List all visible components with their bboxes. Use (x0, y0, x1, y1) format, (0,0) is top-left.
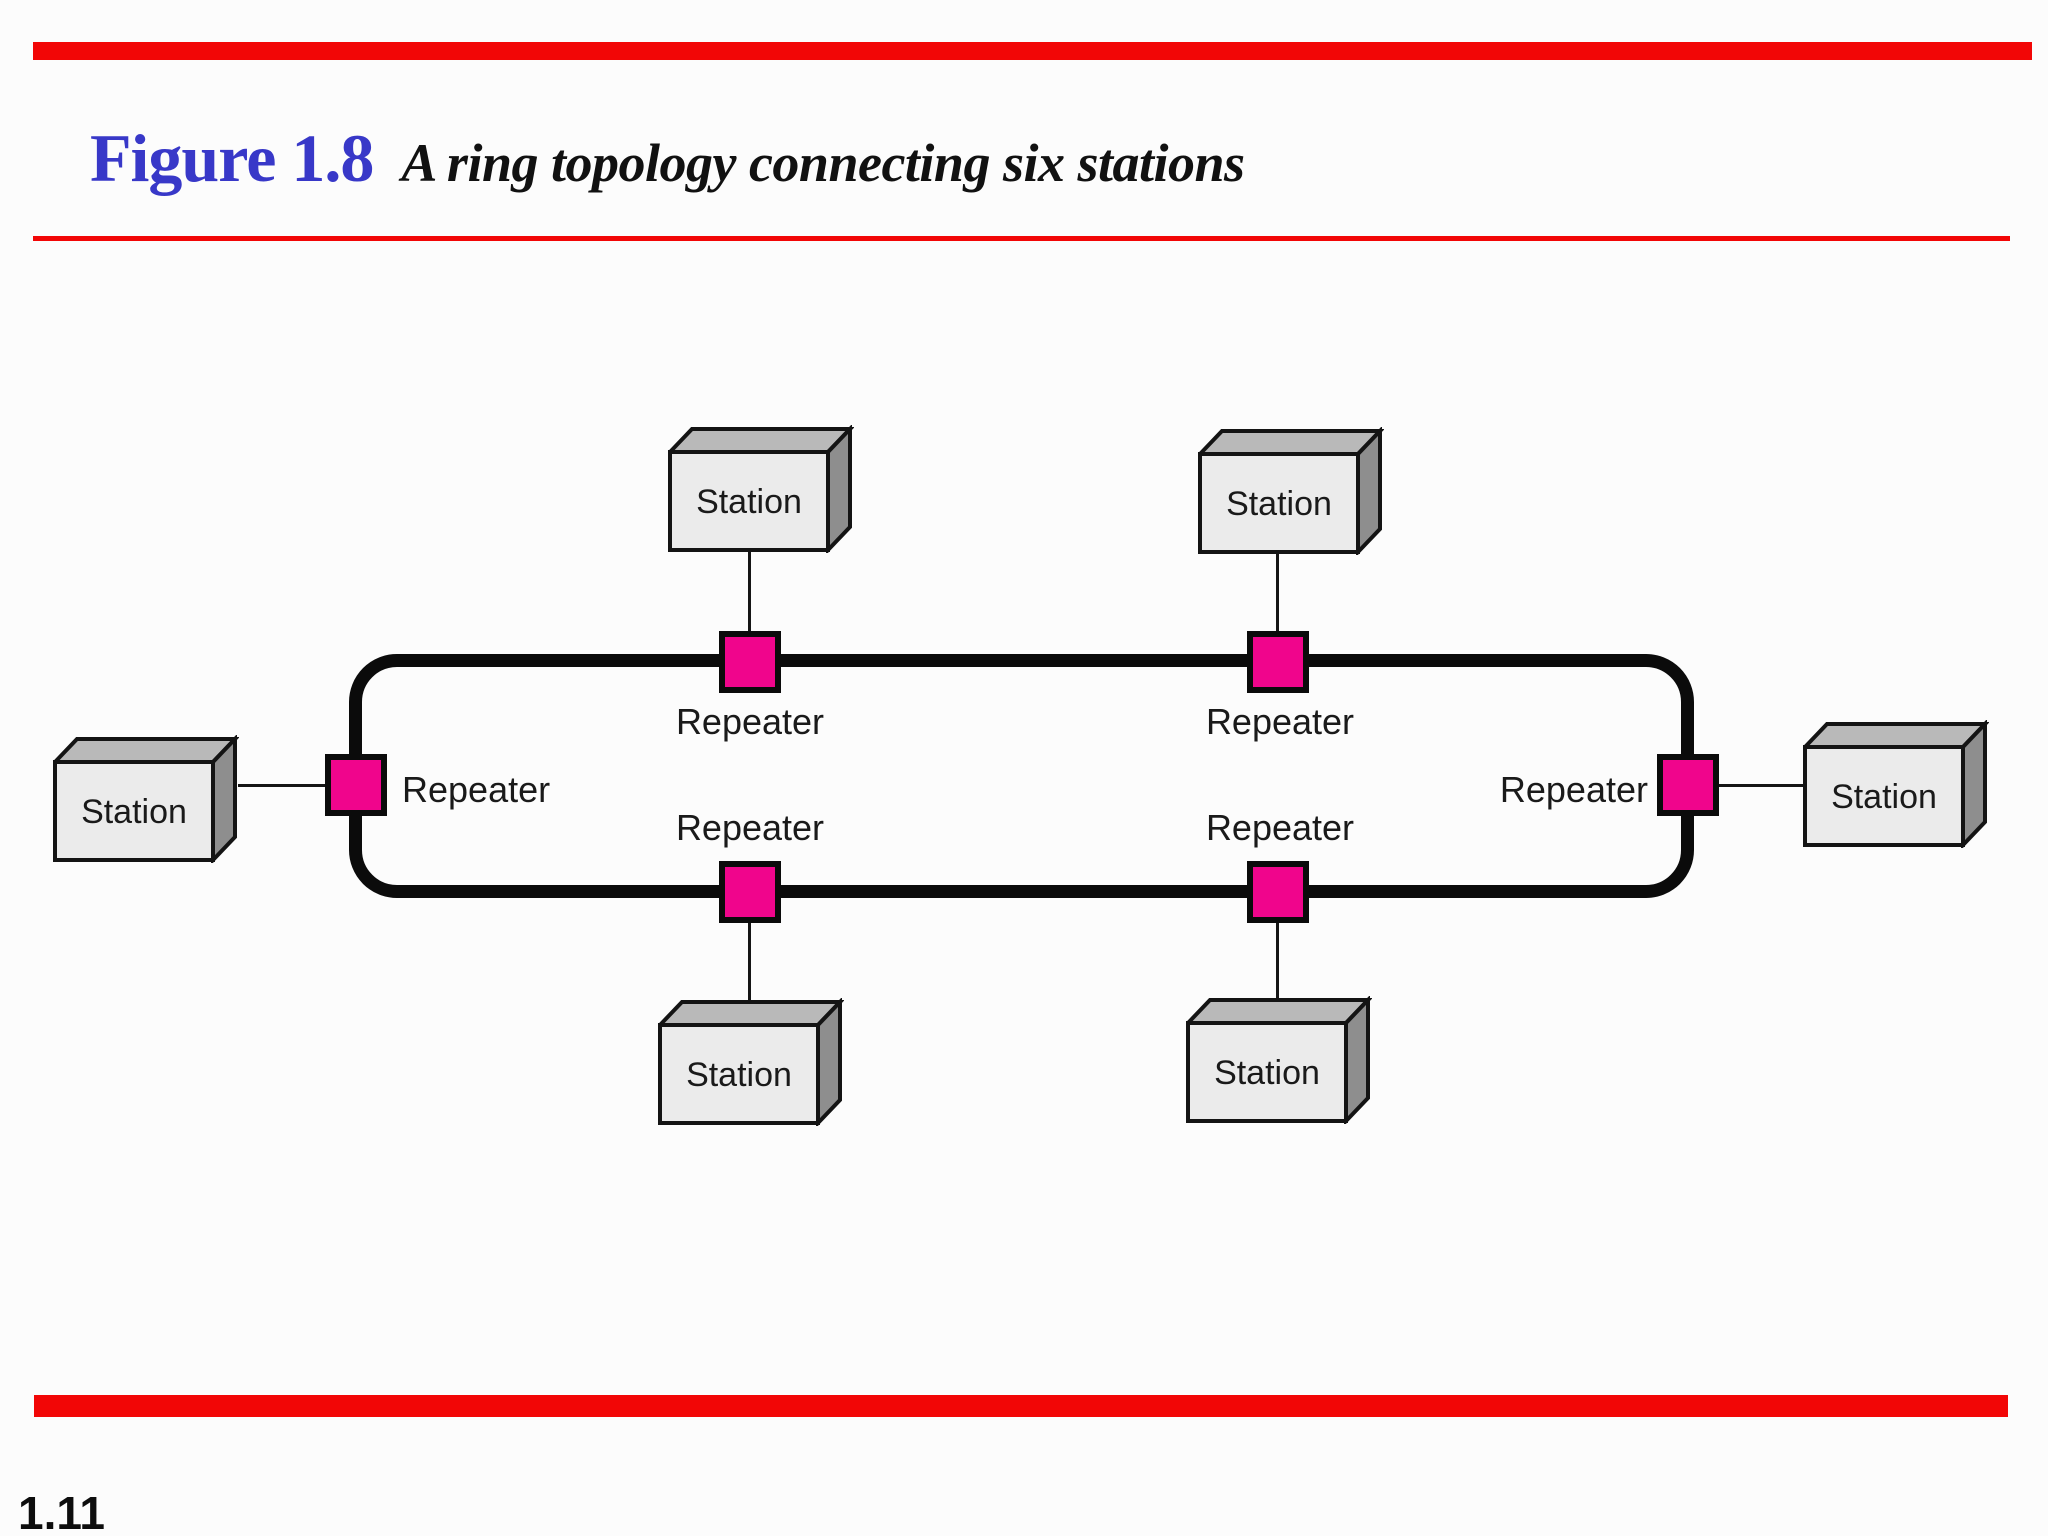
station-front-face (1186, 1021, 1348, 1123)
station-label: Station (1214, 1054, 1320, 1092)
top-red-bar (33, 42, 2032, 60)
station-label: Station (81, 793, 187, 831)
station-box-top-left: Station (668, 425, 854, 553)
connector-top-left (748, 550, 751, 631)
station-front-face (1803, 745, 1965, 847)
station-label: Station (1226, 485, 1332, 523)
repeater-label-top-left: Repeater (675, 701, 825, 742)
station-side-face (1344, 996, 1370, 1124)
station-box-bottom-right: Station (1186, 996, 1372, 1124)
bottom-red-bar (34, 1395, 2008, 1417)
figure-number: Figure 1.8 (90, 120, 374, 196)
station-side-face (1961, 720, 1987, 848)
connector-right (1719, 784, 1805, 787)
station-side-face (826, 425, 852, 553)
repeater-node-right (1657, 754, 1719, 816)
connector-left (238, 784, 325, 787)
repeater-node-bottom-left (719, 861, 781, 923)
title-underline (33, 236, 2010, 241)
station-label: Station (1831, 778, 1937, 816)
repeater-label-bottom-left: Repeater (675, 807, 825, 848)
station-side-face (1356, 427, 1382, 555)
station-top-face (1198, 429, 1384, 456)
station-side-face (211, 735, 237, 863)
repeater-node-top-left (719, 631, 781, 693)
repeater-node-bottom-right (1247, 861, 1309, 923)
station-label: Station (696, 483, 802, 521)
station-top-face (668, 427, 854, 454)
repeater-label-right: Repeater (1499, 769, 1648, 810)
figure-title: Figure 1.8 A ring topology connecting si… (90, 124, 1245, 192)
station-side-face (816, 998, 842, 1126)
repeater-label-bottom-right: Repeater (1205, 807, 1355, 848)
repeater-label-top-right: Repeater (1205, 701, 1355, 742)
station-front-face (1198, 452, 1360, 554)
station-top-face (1803, 722, 1989, 749)
station-box-bottom-left: Station (658, 998, 844, 1126)
station-top-face (53, 737, 239, 764)
page-number: 1.11 (18, 1487, 105, 1536)
figure-caption: A ring topology connecting six stations (401, 133, 1245, 193)
station-front-face (668, 450, 830, 552)
connector-top-right (1276, 552, 1279, 631)
repeater-node-top-right (1247, 631, 1309, 693)
station-box-top-right: Station (1198, 427, 1384, 555)
station-front-face (53, 760, 215, 862)
connector-bottom-left (748, 923, 751, 1026)
repeater-label-left: Repeater (402, 769, 551, 810)
station-front-face (658, 1023, 820, 1125)
station-top-face (1186, 998, 1372, 1025)
station-box-right: Station (1803, 720, 1989, 848)
connector-bottom-right (1276, 923, 1279, 1024)
station-top-face (658, 1000, 844, 1027)
repeater-node-left (325, 754, 387, 816)
station-box-left: Station (53, 735, 239, 863)
station-label: Station (686, 1056, 792, 1094)
